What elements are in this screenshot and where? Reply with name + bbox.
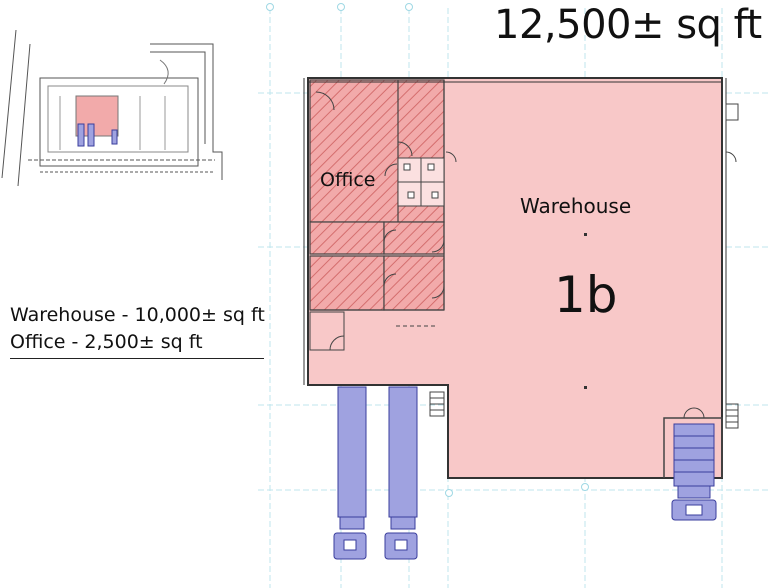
- grid-markers: [266, 3, 589, 497]
- dock-bay-enclosure: [663, 417, 723, 478]
- office-area-text: Office - 2,500± sq ft: [10, 331, 203, 353]
- office-room-label: Office: [320, 169, 376, 191]
- warehouse-area-text: Warehouse - 10,000± sq ft: [10, 304, 265, 326]
- breakdown-underline: [10, 358, 264, 359]
- exterior-walls: [303, 77, 727, 479]
- stair-landings: [429, 103, 739, 429]
- total-area-heading: 12,500± sq ft: [494, 2, 762, 48]
- unit-number-label: 1b: [554, 266, 618, 324]
- column-marks: [584, 233, 587, 389]
- door-swings: [315, 91, 705, 419]
- loading-dock-center: [384, 386, 418, 560]
- office-suite: [309, 79, 445, 311]
- site-key-plan: [1, 29, 223, 187]
- restroom-block: [397, 157, 445, 207]
- warehouse-room-label: Warehouse: [520, 194, 632, 218]
- loading-dock-right: [671, 423, 717, 521]
- storage-rooms: [309, 311, 345, 351]
- loading-dock-left: [333, 386, 367, 560]
